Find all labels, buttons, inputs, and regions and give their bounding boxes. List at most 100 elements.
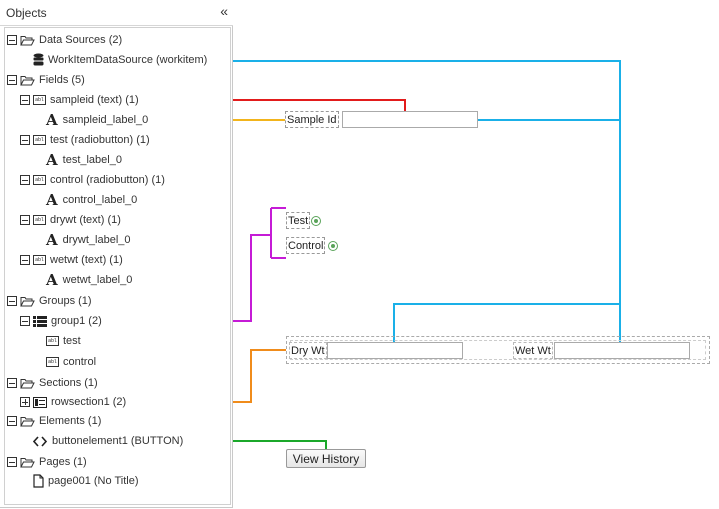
tree-node-wetwt[interactable]: abl wetwt (text) (1) [20, 251, 123, 269]
tree-node-label: Groups (1) [39, 295, 92, 307]
folder-open-icon [20, 296, 35, 306]
label-icon: A [46, 111, 58, 129]
tree-node-group1[interactable]: group1 (2) [20, 312, 102, 330]
element-connector [189, 440, 327, 449]
tree-node-label: Data Sources (2) [39, 34, 123, 46]
tree-node-control-label[interactable]: A control_label_0 [46, 191, 137, 209]
tree-node-label: Elements (1) [39, 415, 102, 427]
collapse-box-icon[interactable] [7, 35, 17, 45]
collapse-box-icon[interactable] [20, 215, 30, 225]
list-icon [33, 315, 47, 327]
section-icon [33, 396, 47, 408]
tree-node-test-label[interactable]: A test_label_0 [46, 151, 122, 169]
textbox-icon: abl [33, 215, 46, 225]
dry-wt-label[interactable]: Dry Wt [289, 342, 327, 359]
textbox-icon: abl [33, 95, 46, 105]
tree-node-label: control [63, 356, 97, 368]
tree-node-label: control_label_0 [62, 194, 138, 206]
tree-node-label: Sections (1) [39, 377, 98, 389]
tree-node-rowsection1[interactable]: rowsection1 (2) [20, 393, 126, 411]
tree-node-test[interactable]: abl test (radiobutton) (1) [20, 131, 150, 149]
database-icon [33, 53, 44, 66]
collapse-box-icon[interactable] [20, 95, 30, 105]
folder-open-icon [20, 378, 35, 388]
panel-title: Objects [6, 6, 47, 20]
tree-node-groups[interactable]: Groups (1) [7, 292, 92, 310]
collapse-box-icon[interactable] [20, 255, 30, 265]
tree-node-buttonelement1[interactable]: buttonelement1 (BUTTON) [33, 432, 183, 450]
dry-wt-input[interactable] [327, 342, 463, 359]
wet-wt-input[interactable] [554, 342, 690, 359]
tree-node-sampleid[interactable]: abl sampleid (text) (1) [20, 91, 139, 109]
textbox-icon: abl [46, 357, 59, 367]
tree-node-label: sampleid_label_0 [62, 114, 149, 126]
label-icon: A [46, 231, 58, 249]
label-icon: A [46, 151, 58, 169]
page-icon [33, 474, 44, 488]
tree-node-label: control (radiobutton) (1) [50, 174, 165, 186]
objects-panel: Objects « [0, 0, 233, 508]
collapse-box-icon[interactable] [7, 416, 17, 426]
tree-node-drywt-label[interactable]: A drywt_label_0 [46, 231, 131, 249]
tree-node-label: sampleid (text) (1) [50, 94, 139, 106]
textbox-icon: abl [46, 336, 59, 346]
tree-node-label: test [63, 335, 81, 347]
tree-node-label: drywt (text) (1) [50, 214, 121, 226]
tree-node-label: test (radiobutton) (1) [50, 134, 150, 146]
sample-id-input[interactable] [342, 111, 478, 128]
tree-node-drywt[interactable]: abl drywt (text) (1) [20, 211, 121, 229]
tree-node-sampleid-label[interactable]: A sampleid_label_0 [46, 111, 148, 129]
control-radio[interactable] [328, 241, 338, 251]
control-label[interactable]: Control [286, 237, 326, 254]
object-tree [4, 27, 231, 505]
tree-node-label: page001 (No Title) [48, 475, 139, 487]
tree-node-group-control[interactable]: abl control [46, 353, 96, 371]
tree-node-workitem-datasource[interactable]: WorkItemDataSource (workitem) [33, 51, 207, 69]
datasource-connector [221, 60, 621, 342]
tree-node-control[interactable]: abl control (radiobutton) (1) [20, 171, 165, 189]
tree-node-fields[interactable]: Fields (5) [7, 71, 85, 89]
tree-node-label: Pages (1) [39, 456, 87, 468]
sample-id-label[interactable]: Sample Id [285, 111, 339, 128]
tree-node-sections[interactable]: Sections (1) [7, 374, 98, 392]
collapse-box-icon[interactable] [7, 75, 17, 85]
label-icon: A [46, 271, 58, 289]
tree-node-elements[interactable]: Elements (1) [7, 412, 101, 430]
wet-wt-label[interactable]: Wet Wt [513, 342, 553, 359]
tree-node-group-test[interactable]: abl test [46, 332, 81, 350]
collapse-box-icon[interactable] [20, 175, 30, 185]
tree-node-page001[interactable]: page001 (No Title) [33, 472, 139, 490]
tree-node-data-sources[interactable]: Data Sources (2) [7, 31, 122, 49]
tree-node-label: Fields (5) [39, 74, 85, 86]
tree-node-label: wetwt_label_0 [62, 274, 133, 286]
tree-node-label: WorkItemDataSource (workitem) [48, 54, 208, 66]
collapse-box-icon[interactable] [7, 457, 17, 467]
collapse-box-icon[interactable] [7, 296, 17, 306]
panel-header: Objects « [0, 0, 233, 26]
view-history-button[interactable]: View History [286, 449, 366, 468]
textbox-icon: abl [33, 255, 46, 265]
textbox-icon: abl [33, 175, 46, 185]
expand-box-icon[interactable] [20, 397, 30, 407]
code-icon [33, 435, 48, 447]
tree-node-pages[interactable]: Pages (1) [7, 453, 87, 471]
tree-node-wetwt-label[interactable]: A wetwt_label_0 [46, 271, 132, 289]
tree-node-label: drywt_label_0 [62, 234, 131, 246]
test-radio[interactable] [311, 216, 321, 226]
label-icon: A [46, 191, 58, 209]
collapse-box-icon[interactable] [20, 316, 30, 326]
tree-node-label: test_label_0 [62, 154, 122, 166]
tree-node-label: buttonelement1 (BUTTON) [52, 435, 184, 447]
tree-node-label: group1 (2) [51, 315, 102, 327]
collapse-box-icon[interactable] [7, 378, 17, 388]
textbox-icon: abl [33, 135, 46, 145]
folder-open-icon [20, 457, 35, 467]
collapse-panel-icon[interactable]: « [220, 3, 228, 19]
tree-node-label: wetwt (text) (1) [50, 254, 123, 266]
folder-open-icon [20, 35, 35, 45]
collapse-box-icon[interactable] [20, 135, 30, 145]
folder-open-icon [20, 416, 35, 426]
test-label[interactable]: Test [286, 212, 311, 229]
folder-open-icon [20, 75, 35, 85]
tree-node-label: rowsection1 (2) [51, 396, 127, 408]
